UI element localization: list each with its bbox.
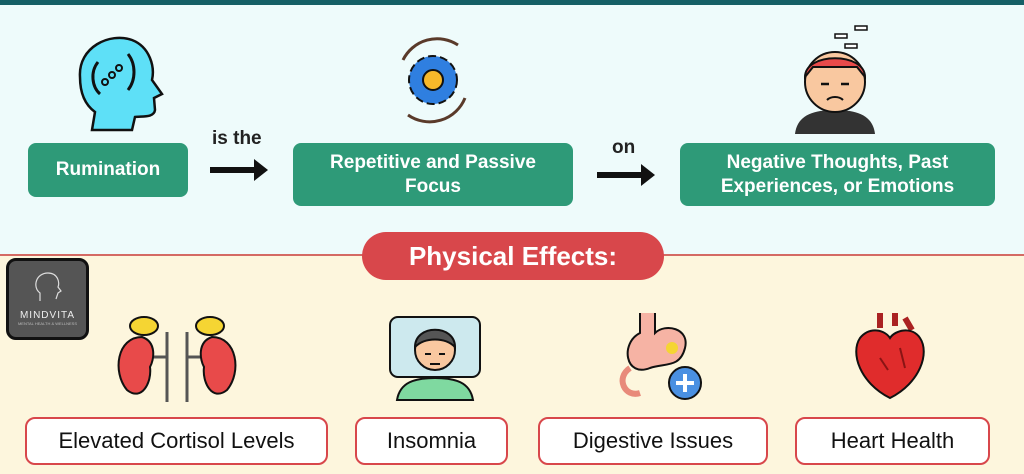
rumination-box: Rumination <box>28 143 188 197</box>
effect-cortisol: Elevated Cortisol Levels <box>25 417 328 465</box>
arrow-icon <box>597 164 655 186</box>
kidneys-icon <box>117 316 237 402</box>
focus-label: Repetitive and Passive Focus <box>330 151 536 197</box>
focus-box: Repetitive and Passive Focus <box>293 143 573 206</box>
negative-label: Negative Thoughts, Past Experiences, or … <box>720 151 955 197</box>
head-profile-icon <box>34 272 62 301</box>
section-title-text: Physical Effects: <box>408 240 618 271</box>
sad-person-icon <box>795 25 875 134</box>
logo-name: MINDVITA <box>19 310 76 321</box>
logo-tagline: MENTAL HEALTH & WELLNESS <box>17 321 78 326</box>
effect-heart: Heart Health <box>795 417 990 465</box>
stomach-icon <box>619 313 702 400</box>
effect-digestive: Digestive Issues <box>538 417 768 465</box>
connector-on: on <box>612 137 636 158</box>
gear-cycle-icon <box>401 37 467 124</box>
effect-label: Elevated Cortisol Levels <box>58 428 295 453</box>
connector-is-the: is the <box>212 128 262 149</box>
rumination-label: Rumination <box>55 159 161 180</box>
effect-label: Insomnia <box>386 428 477 453</box>
top-bar <box>0 0 1024 5</box>
heart-icon <box>855 313 925 400</box>
sleepless-person-icon <box>389 316 481 401</box>
negative-box: Negative Thoughts, Past Experiences, or … <box>680 143 995 206</box>
effect-label: Digestive Issues <box>572 428 734 453</box>
head-cycle-icon <box>78 36 164 132</box>
physical-effects-title: Physical Effects: <box>362 232 664 280</box>
arrow-icon <box>210 159 268 181</box>
effect-insomnia: Insomnia <box>355 417 508 465</box>
mindvita-logo: MINDVITA MENTAL HEALTH & WELLNESS <box>6 258 89 340</box>
effect-label: Heart Health <box>830 428 955 453</box>
